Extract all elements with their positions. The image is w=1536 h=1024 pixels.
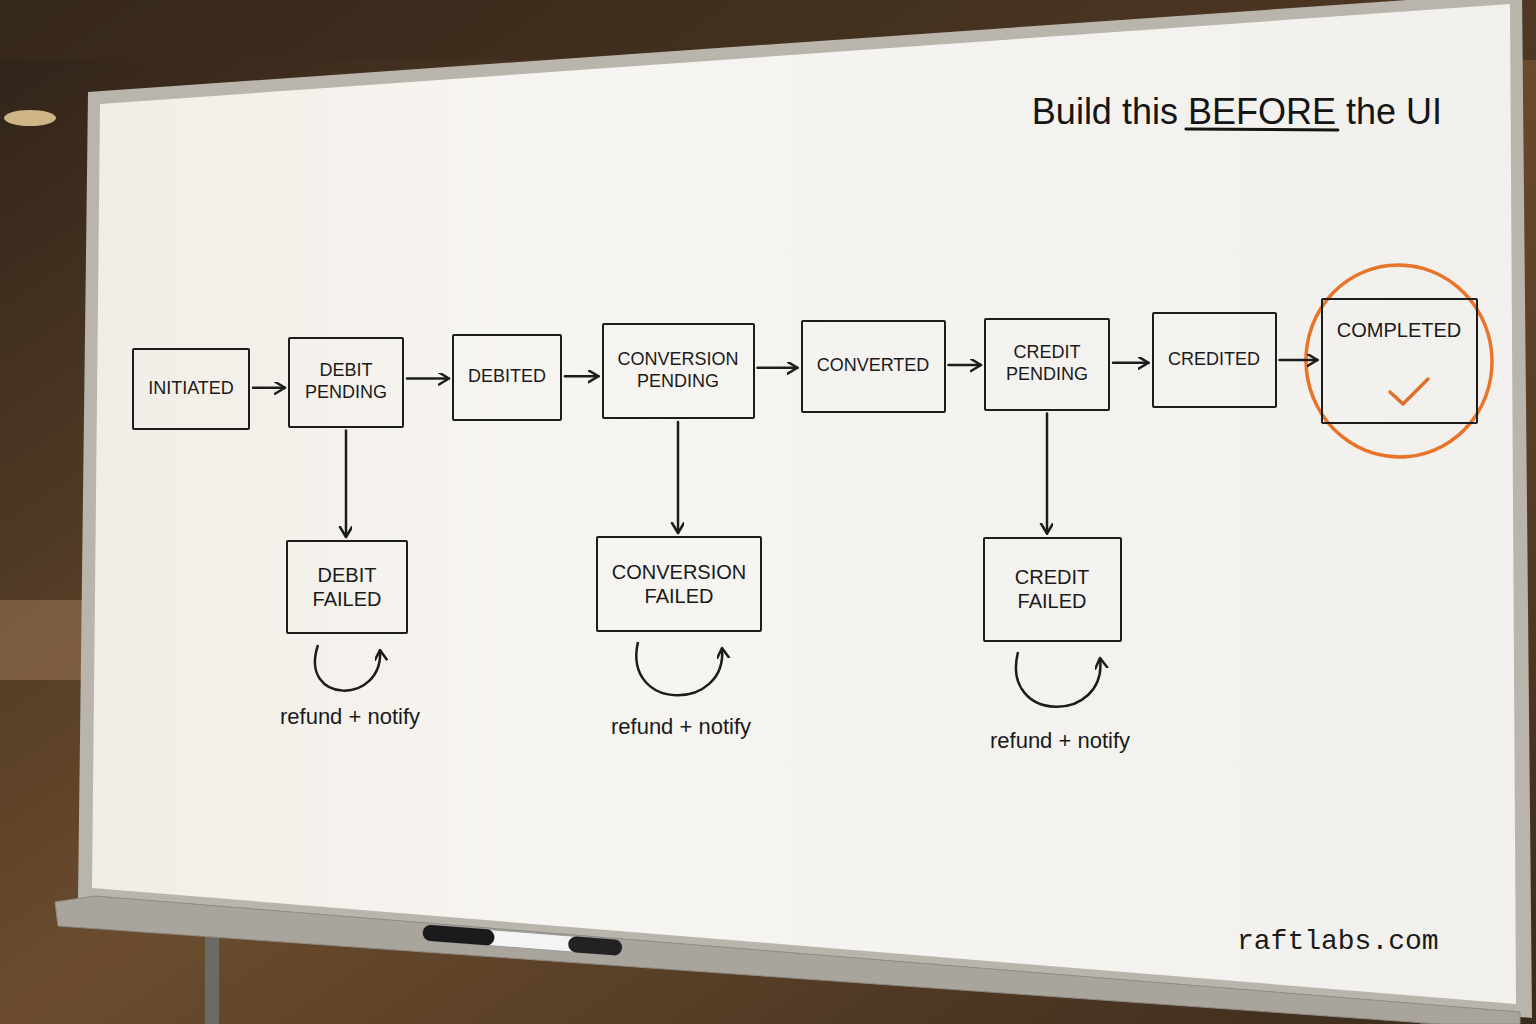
state-label: DEBIT FAILED [299, 563, 396, 611]
loop-arrow [636, 642, 722, 695]
marker-end [568, 936, 623, 956]
watermark: raftlabs.com [1237, 925, 1439, 959]
state-label: CREDIT PENDING [997, 342, 1098, 385]
transition-arrow [1046, 414, 1049, 534]
state-label: CREDITED [1168, 349, 1260, 371]
transition-arrow [677, 422, 680, 533]
transition-arrow [1113, 362, 1149, 365]
marker-tray [55, 896, 1520, 1024]
state-label: INITIATED [148, 378, 234, 400]
transition-arrow [407, 377, 449, 380]
transition-arrow [758, 367, 798, 370]
board-frame [78, 0, 1532, 1018]
loop-note: refund + notify [990, 728, 1130, 754]
failure-box: CONVERSION FAILED [596, 536, 762, 632]
failure-box: CREDIT FAILED [983, 537, 1122, 642]
state-box: CONVERTED [801, 320, 946, 413]
state-box: CREDIT PENDING [984, 318, 1110, 411]
state-label: CONVERSION FAILED [609, 560, 750, 608]
marker-pen [422, 924, 623, 956]
desk [0, 600, 90, 680]
marker-cap [422, 924, 495, 946]
stand-leg [205, 930, 219, 1024]
final-state-box: COMPLETED [1321, 298, 1478, 424]
board-title: Build this BEFORE the UI [1032, 90, 1442, 133]
state-label: COMPLETED [1337, 318, 1461, 342]
state-box: DEBIT PENDING [288, 337, 404, 428]
connector-group [253, 360, 1318, 537]
failure-box: DEBIT FAILED [286, 540, 408, 634]
check-mark [1390, 379, 1428, 404]
state-box: INITIATED [132, 348, 250, 430]
state-box: CREDITED [1152, 312, 1277, 408]
state-box: CONVERSION PENDING [602, 323, 755, 419]
marker-body [422, 924, 623, 956]
highlight-circle [1296, 256, 1501, 466]
loop-note: refund + notify [280, 704, 420, 730]
transition-arrow [565, 375, 599, 378]
transition-arrow [949, 364, 982, 367]
loop-arrow [1016, 652, 1100, 707]
state-label: CONVERTED [817, 355, 930, 377]
transition-arrow [345, 431, 348, 538]
loop-note: refund + notify [611, 714, 751, 740]
transition-arrow [1280, 359, 1318, 362]
board-surface [92, 4, 1516, 1004]
transition-arrow [253, 387, 285, 390]
loop-arrow [315, 645, 380, 691]
ceiling-lamp [4, 110, 56, 126]
state-box: DEBITED [452, 334, 562, 421]
state-label: CREDIT FAILED [995, 565, 1109, 613]
state-label: DEBIT PENDING [301, 360, 392, 403]
state-label: DEBITED [468, 366, 546, 388]
state-label: CONVERSION PENDING [614, 349, 742, 392]
